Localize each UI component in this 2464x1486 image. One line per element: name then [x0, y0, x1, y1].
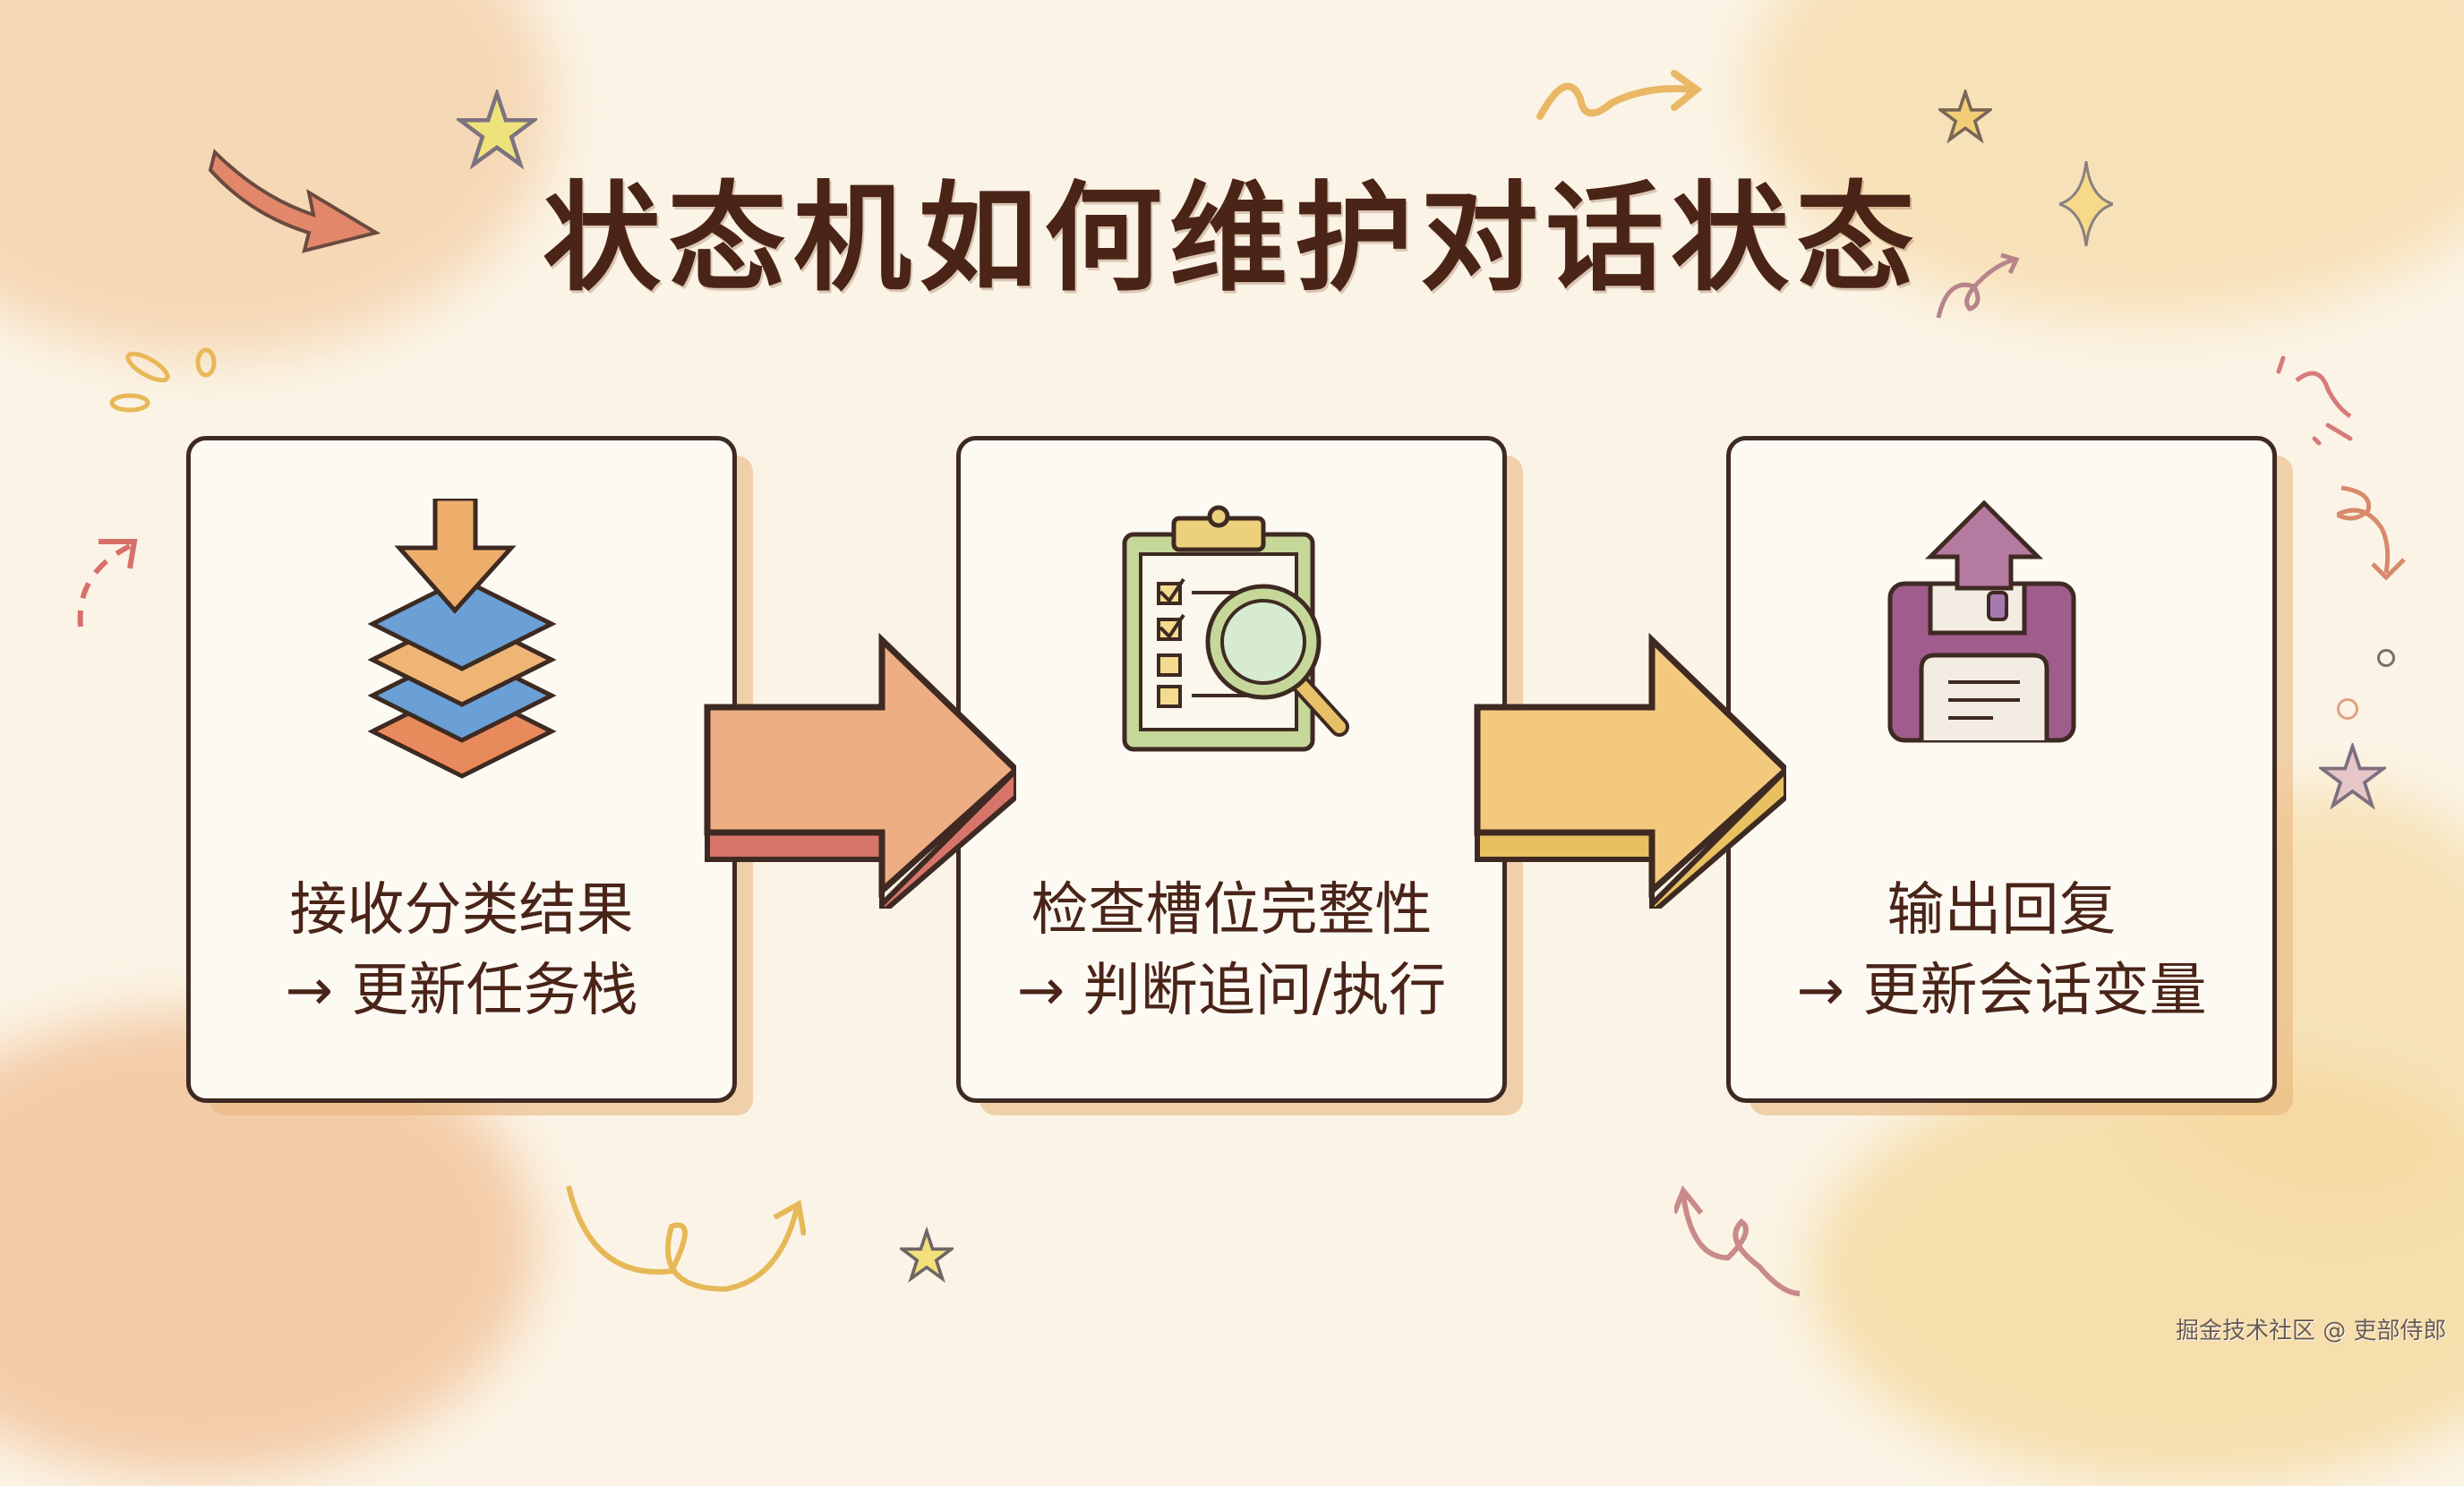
step-title: 输出回复 — [1886, 877, 2117, 944]
loop-down-arrow-doodle-icon — [2337, 485, 2406, 581]
swirl-arrow-doodle-icon — [566, 1185, 806, 1293]
squiggle-arrow-doodle-icon — [1536, 70, 1703, 120]
curved-arrow-doodle-icon — [208, 149, 381, 253]
loop-arrow-doodle-icon — [1936, 252, 2020, 319]
step-card-check: 检查槽位完整性 → 判断追问/执行 — [956, 436, 1507, 1103]
floppy-upload-icon — [1887, 500, 2075, 743]
right-arrow-icon — [1474, 632, 1786, 909]
dashed-arrow-doodle-icon — [77, 539, 138, 628]
drop-doodles-icon — [109, 347, 217, 413]
page-title: 状态机如何维护对话状态 — [543, 170, 1921, 308]
step-card-output: 输出回复 → 更新会话变量 — [1726, 436, 2277, 1103]
watermark: 掘金技术社区 @ 吏部侍郎 — [2176, 1318, 2447, 1345]
step-title: 检查槽位完整性 — [1031, 877, 1433, 944]
dot-doodle — [2337, 698, 2358, 720]
layers-download-icon — [366, 499, 557, 779]
dot-doodle — [2377, 649, 2395, 667]
step-result: → 更新会话变量 — [1796, 958, 2207, 1024]
step-card-receive: 接收分类结果 → 更新任务栈 — [186, 436, 737, 1103]
curl-arrow-doodle-icon — [1674, 1185, 1801, 1296]
star-doodle-icon — [457, 90, 537, 170]
step-title: 接收分类结果 — [289, 877, 634, 944]
step-result: → 更新任务栈 — [285, 958, 638, 1024]
burst-doodle-icon — [2276, 355, 2353, 446]
star-doodle-icon — [1938, 90, 1992, 143]
star-doodle-icon — [2319, 743, 2386, 810]
star-doodle-icon — [900, 1226, 954, 1283]
sparkle-doodle-icon — [2059, 161, 2113, 246]
step-result: → 判断追问/执行 — [1016, 958, 1447, 1024]
right-arrow-icon — [704, 632, 1016, 909]
clipboard-magnifier-icon — [1122, 505, 1349, 752]
